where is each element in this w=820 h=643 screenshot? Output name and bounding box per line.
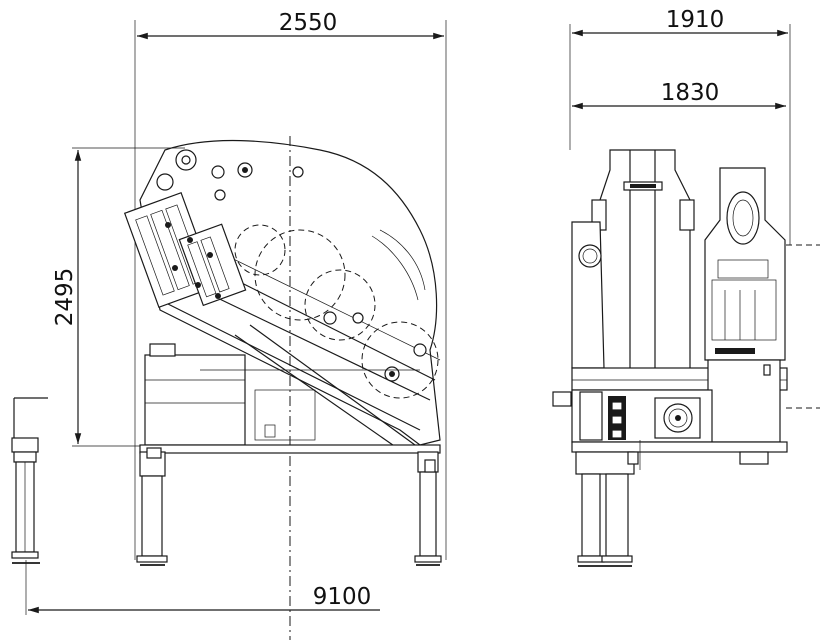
dimension-outer-width: 1910 [569,7,791,245]
left-outrigger-leg [136,447,168,566]
dimension-inner-width: 1830 [572,80,786,110]
dimension-label-2495: 2495 [52,268,78,327]
control-valve-bank [123,191,247,309]
right-outrigger-leg [414,451,442,566]
dimension-label-1910: 1910 [666,7,725,33]
dimension-label-9100: 9100 [313,584,372,610]
front-outrigger-legs [575,440,641,567]
crane-side-view [123,139,442,566]
dimension-label-1830: 1830 [661,80,720,106]
dimension-outrigger-span: 9100 [25,560,380,615]
dimension-overall-width: 2550 [134,10,447,560]
dimension-height: 2495 [52,147,185,447]
crane-front-view [552,149,820,567]
outrigger-detail-left [11,397,48,564]
dimension-label-2550: 2550 [279,10,338,36]
